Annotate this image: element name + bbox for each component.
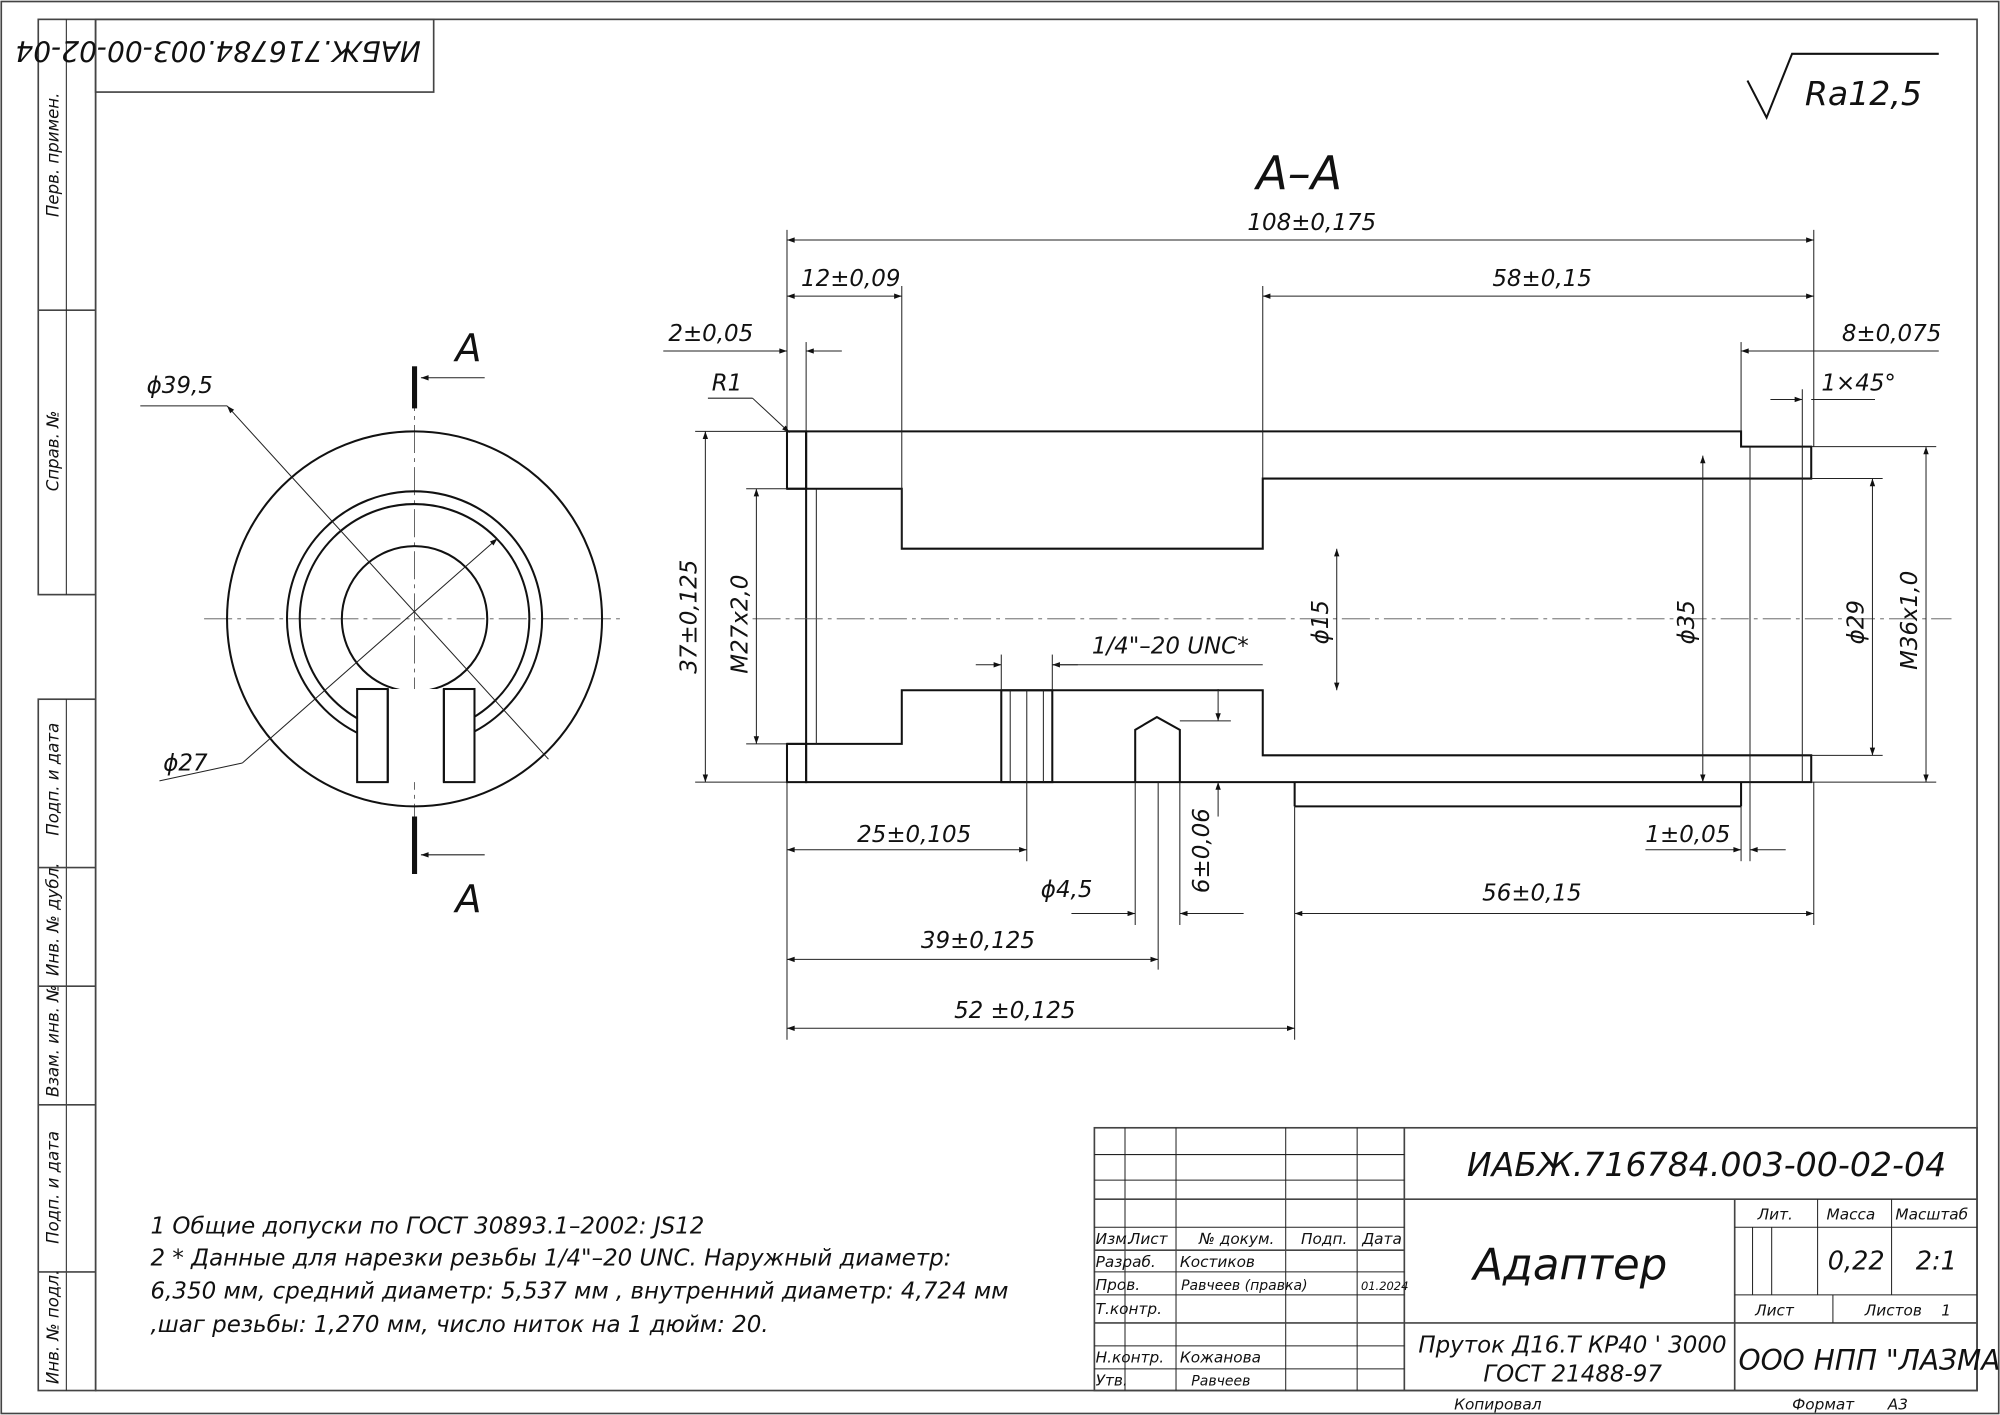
section-view: [752, 430, 1952, 808]
dim-chamfer: 1×45°: [1821, 371, 1895, 397]
hdr-doc: № докум.: [1198, 1230, 1274, 1248]
role-nkontr: Н.контр.: [1096, 1348, 1164, 1366]
sheet-label: Лист: [1754, 1301, 1795, 1319]
dim-m27: M27x2,0: [727, 575, 753, 674]
dim-unc-thread: 1/4"–20 UNC*: [1092, 633, 1249, 659]
title-block: ИАБЖ.716784.003-00-02-04 Адаптер Изм. Ли…: [1093, 1126, 2000, 1414]
side-label-perv: Перв. примен.: [44, 93, 63, 217]
dim-1: 1±0,05: [1645, 822, 1730, 848]
dim-8: 8±0,075: [1842, 321, 1941, 347]
role-tkontr: Т.контр.: [1096, 1300, 1162, 1318]
dim-bore-15: ϕ15: [1308, 600, 1334, 644]
dimensions: 108±0,175 12±0,09 58±0,15 2±0,05 8±0,075…: [663, 210, 1941, 1040]
role-razrab: Разраб.: [1096, 1253, 1156, 1271]
dim-52: 52 ±0,125: [954, 998, 1075, 1024]
dim-58: 58±0,15: [1492, 266, 1591, 292]
note-2: 2 * Данные для нарезки резьбы 1/4"–20 UN…: [151, 1246, 952, 1272]
side-column: Перв. примен. Справ. № Подп. и дата Инв.…: [37, 18, 97, 1392]
dim-radius: R1: [712, 371, 743, 397]
side-label-podp1: Подп. и дата: [44, 723, 63, 836]
lit-label: Лит.: [1757, 1206, 1793, 1224]
note-2-line3: ,шаг резьбы: 1,270 мм, число ниток на 1 …: [151, 1312, 769, 1338]
note-1: 1 Общие допуски по ГОСТ 30893.1–2002: JS…: [151, 1214, 705, 1240]
side-label-vzam: Взам. инв. №: [44, 985, 63, 1098]
section-mark-top: A: [452, 326, 481, 371]
section-title: A–A: [1253, 146, 1342, 200]
section-mark-bottom: A: [452, 877, 481, 922]
hdr-list: Лист: [1128, 1230, 1169, 1248]
roughness-check-icon: [1746, 52, 1939, 121]
organization: ООО НПП "ЛАЗМА": [1739, 1344, 2000, 1377]
side-label-sprav: Справ. №: [44, 411, 63, 492]
side-label-podp2: Подп. и дата: [44, 1131, 63, 1244]
hdr-sign: Подп.: [1301, 1230, 1347, 1248]
copied-label: Копировал: [1454, 1396, 1542, 1414]
hdr-date: Дата: [1361, 1230, 1402, 1248]
sheets-label: Листов: [1864, 1301, 1922, 1319]
scale-value: 2:1: [1916, 1246, 1957, 1276]
part-name: Адаптер: [1470, 1241, 1667, 1291]
dim-25: 25±0,105: [857, 822, 971, 848]
role-utv: Утв.: [1096, 1371, 1128, 1389]
dim-12: 12±0,09: [801, 266, 900, 292]
mass-label: Масса: [1827, 1206, 1876, 1224]
name-razrab: Костиков: [1180, 1253, 1255, 1271]
dim-6: 6±0,06: [1189, 808, 1215, 893]
format-label: Формат: [1792, 1396, 1855, 1414]
dim-2: 2±0,05: [668, 321, 753, 347]
designation: ИАБЖ.716784.003-00-02-04: [1467, 1145, 1946, 1184]
mass-value: 0,22: [1828, 1246, 1885, 1276]
name-nkontr: Кожанова: [1180, 1348, 1261, 1366]
scale-label: Масштаб: [1895, 1206, 1968, 1224]
name-prov: Равчеев (правка): [1181, 1278, 1307, 1294]
rotated-stamp-text: ИАБЖ.716784.003-00-02-04: [15, 34, 420, 67]
outer-dia-label: ϕ39,5: [147, 373, 213, 399]
side-label-inv-podl: Инв. № подл.: [44, 1270, 63, 1384]
dim-bore-29: ϕ29: [1844, 600, 1870, 644]
hdr-izm: Изм.: [1096, 1230, 1132, 1248]
roughness-value: Ra12,5: [1805, 74, 1922, 113]
material-line2: ГОСТ 21488-97: [1483, 1362, 1662, 1388]
name-utv: Равчеев: [1191, 1373, 1250, 1389]
dim-m36: M36x1,0: [1897, 571, 1923, 670]
dim-56: 56±0,15: [1482, 881, 1581, 907]
role-prov: Пров.: [1096, 1276, 1140, 1294]
dim-108: 108±0,175: [1247, 210, 1376, 236]
dim-hole-4-5: ϕ4,5: [1041, 877, 1093, 903]
rotated-stamp-box: [94, 18, 435, 93]
inner-dia-label: ϕ27: [163, 751, 208, 777]
sheets-value: 1: [1941, 1301, 1951, 1319]
material-line1: Пруток Д16.Т КР40 ' 3000: [1418, 1332, 1726, 1358]
technical-notes: 1 Общие допуски по ГОСТ 30893.1–2002: JS…: [151, 1214, 1009, 1338]
date-prov: 01.2024: [1361, 1279, 1408, 1293]
dim-bore-35: ϕ35: [1674, 600, 1700, 644]
side-label-inv-dubl: Инв. № дубл.: [44, 863, 63, 976]
note-2-line2: 6,350 мм, средний диаметр: 5,537 мм , вн…: [151, 1279, 1009, 1305]
format-value: А3: [1887, 1396, 1908, 1414]
end-view: ϕ39,5 ϕ27 A A: [140, 326, 625, 922]
dim-39: 39±0,125: [921, 928, 1035, 954]
dim-outer-37: 37±0,125: [676, 560, 702, 674]
